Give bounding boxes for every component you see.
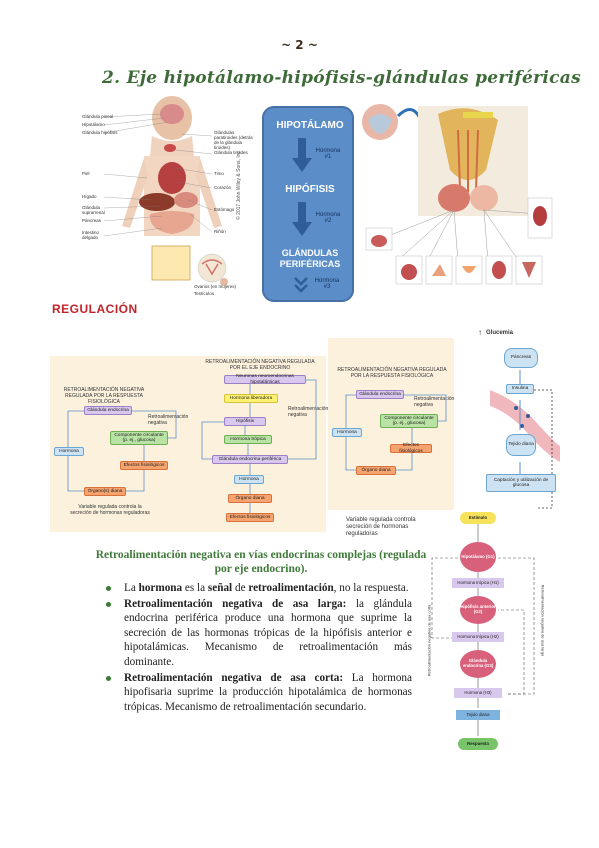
- box-physiological-effects: Efectos fisiológicos: [390, 443, 432, 454]
- panel-title: RETROALIMENTACIÓN NEGATIVA REGULADA POR …: [63, 387, 145, 405]
- panel-title: RETROALIMENTACIÓN NEGATIVA REGULADA POR …: [337, 367, 447, 379]
- box-pituitary: Hipófisis: [224, 417, 266, 426]
- feedback-loop-lines: [431, 524, 535, 736]
- box-target-organ: Órgano diana: [356, 466, 396, 475]
- side-label-long-loop: Retroalimentación negativa de asa larga: [540, 584, 546, 657]
- panel-caption: Variable regulada controla secreción de …: [346, 517, 416, 538]
- anatomy-label: Páncreas: [82, 218, 102, 223]
- box-hypothalamic-neurons: Neuronas neuroendocrinas hipotalámicas: [224, 374, 306, 385]
- feedback-panel-left: RETROALIMENTACIÓN NEGATIVA REGULADA POR …: [50, 356, 192, 532]
- node-response: Respuesta: [458, 738, 498, 750]
- anatomy-label: Glándula hipófisis: [82, 130, 118, 135]
- hormone-label: Hormona #1: [315, 148, 341, 160]
- node-hypothalamus: Hipotálamo (G1): [460, 542, 496, 572]
- glucemia-label: Glucemia: [486, 330, 514, 336]
- feedback-panel-right: RETROALIMENTACIÓN NEGATIVA REGULADA POR …: [328, 338, 454, 510]
- list-item: La hormona es la señal de retroalimentac…: [106, 581, 412, 596]
- anatomy-label: Timo: [214, 171, 224, 176]
- pituitary-target-organs-figure: [358, 100, 554, 306]
- hormone-label: Hormona #3: [314, 278, 340, 290]
- axis-flowchart: HIPOTÁLAMO Hormona #1 HIPÓFISIS Hormona …: [262, 106, 354, 302]
- box-endocrine-gland: Glándula endocrina: [356, 390, 404, 399]
- anatomy-label: Ovarios (en mujeres): [194, 284, 237, 289]
- node-anterior-pituitary: Hipófisis anterior (G2): [460, 596, 496, 624]
- human-body-illustration: [103, 96, 228, 286]
- side-label: Retroalimentación negativa: [288, 406, 329, 418]
- chevron-down-icon: [294, 277, 308, 293]
- box-endocrine-gland: Glándula endocrina: [84, 406, 132, 415]
- bullet-dot-icon: [106, 586, 111, 591]
- box-hormone: Hormona: [234, 475, 264, 484]
- anatomy-label: Testículos: [194, 291, 215, 296]
- section-title: 2. Eje hipotálamo-hipófisis-glándulas pe…: [102, 68, 581, 88]
- list-item: Retroalimentación negativa de asa larga:…: [106, 597, 412, 670]
- anatomy-label: Intestino delgado: [82, 230, 100, 240]
- glucemia-illustration: [490, 370, 560, 509]
- box-hormone: Hormona: [54, 447, 84, 456]
- glucemia-figure: Glucemia ↑ Páncreas Insulina Tejido dian…: [476, 328, 560, 534]
- anatomy-label: Estómago: [214, 207, 235, 212]
- box-releasing-hormone: Hormona liberadora: [224, 394, 278, 403]
- down-arrow-icon: [292, 138, 312, 172]
- side-label: Retroalimentación negativa: [148, 414, 189, 426]
- pituitary-diagram: [362, 104, 553, 285]
- node-endocrine-gland: Glándula endocrina (G3): [460, 650, 496, 678]
- bullet-list: La hormona es la señal de retroalimentac…: [106, 581, 412, 715]
- node-tropic-hormone-1: Hormona trópica (H1): [452, 578, 504, 588]
- flow-arrows: [67, 410, 177, 492]
- endocrine-anatomy-figure: Glándula pineal Hipotálamo Glándula hipó…: [82, 96, 258, 296]
- feedback-panel-middle: RETROALIMENTACIÓN NEGATIVA REGULADA POR …: [192, 356, 329, 532]
- anatomy-label: Riñón: [214, 229, 226, 234]
- box-circulating-component: Componente circulante (p. ej., glucosa): [380, 414, 438, 428]
- anatomy-label: Hipotálamo: [82, 122, 105, 127]
- box-target-organ: Órgano(s) diana: [84, 487, 126, 496]
- up-arrow-icon: ↑: [478, 328, 482, 337]
- axis-level-label: HIPOTÁLAMO: [276, 120, 344, 131]
- side-label-short-loop: Retroalimentación negativa de asa corta: [426, 604, 432, 677]
- node-target-tissue: Tejido diana: [456, 710, 500, 720]
- anatomy-label: Corazón: [214, 185, 232, 190]
- node-tropic-hormone-2: Hormona trópica (H2): [452, 632, 504, 642]
- node-stimulus: Estímulo: [460, 512, 496, 524]
- anatomy-label: Glándulas paratiroides (detrás de la glá…: [214, 130, 253, 150]
- feedback-loop-figure: Estímulo Hipotálamo (G1) Hormona trópica…: [422, 508, 556, 762]
- box-tropic-hormone: Hormona trópica: [224, 435, 272, 444]
- axis-level-label: GLÁNDULAS PERIFÉRICAS: [279, 248, 341, 269]
- down-arrow-icon: [292, 202, 312, 236]
- regulation-heading: REGULACIÓN: [52, 302, 138, 316]
- box-circulating-component: Componente circulante (p. ej., glucosa): [110, 431, 168, 445]
- bullet-dot-icon: [106, 601, 111, 607]
- list-item: Retroalimentación negativa de asa corta:…: [106, 671, 412, 715]
- box-target-tissue: Tejido diana: [506, 434, 536, 456]
- side-label: Retroalimentación negativa: [414, 396, 455, 408]
- anatomy-label: Piel: [82, 171, 90, 176]
- bullet-dot-icon: [106, 675, 111, 681]
- box-physiological-effects: Efectos fisiológicos: [226, 513, 274, 522]
- copyright-text: © 2017 John Wiley & Sons, Inc: [236, 151, 242, 220]
- box-glucose-uptake: Captación y utilización de glucosa: [486, 474, 556, 492]
- subheading: Retroalimentación negativa en vías endoc…: [95, 549, 427, 575]
- box-peripheral-gland: Glándula endocrina periférica: [212, 455, 288, 464]
- flow-arrows: [345, 394, 447, 471]
- hormone-label: Hormona #2: [315, 212, 341, 224]
- flow-arrows: [201, 379, 317, 513]
- panel-caption: Variable regulada controla la secreción …: [70, 504, 150, 516]
- node-hormone: Hormona (H3): [454, 688, 502, 698]
- box-target-organ: Órgano diana: [228, 494, 272, 503]
- anatomy-label: Hígado: [82, 194, 97, 199]
- page-number: ~ 2 ~: [281, 38, 318, 52]
- panel-title: RETROALIMENTACIÓN NEGATIVA REGULADA POR …: [205, 359, 315, 371]
- box-physiological-effects: Efectos fisiológicos: [120, 461, 168, 470]
- box-insulin: Insulina: [506, 384, 534, 394]
- anatomy-label: Glándula tiroides: [214, 150, 248, 155]
- box-pancreas: Páncreas: [504, 348, 538, 368]
- anatomy-label: Glándula suprarrenal: [82, 205, 105, 215]
- axis-level-label: HIPÓFISIS: [285, 184, 335, 195]
- box-hormone: Hormona: [332, 428, 362, 437]
- anatomy-label: Glándula pineal: [82, 114, 114, 119]
